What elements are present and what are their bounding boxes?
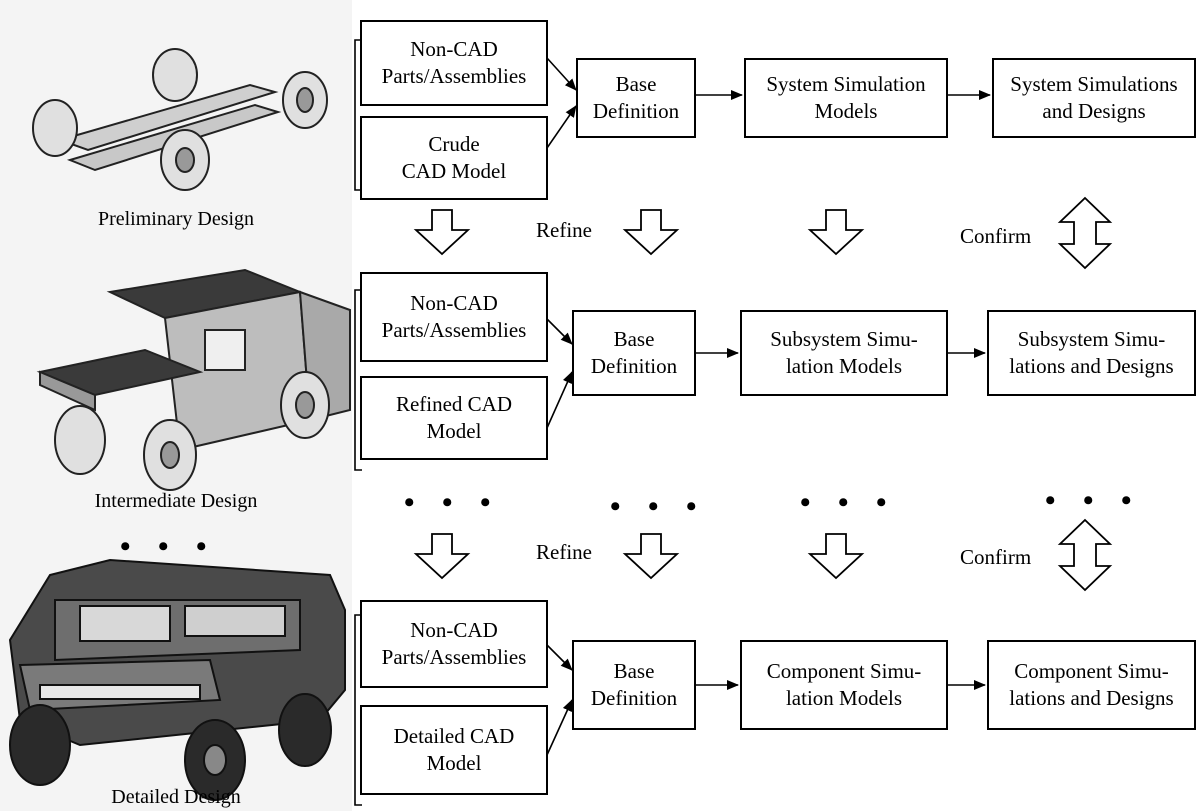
row2-base-box: Base Definition — [572, 310, 696, 396]
confirm-label-2: Confirm — [960, 545, 1032, 569]
detailed-vehicle-drawing — [8, 558, 346, 801]
row3-cad-to-base-arrow — [546, 699, 573, 756]
refine-label-1: Refine — [536, 218, 592, 242]
row2-cad-box: Refined CAD Model — [360, 376, 548, 460]
row3-noncad-to-base-arrow — [546, 644, 573, 671]
refine-down-arrow-1c — [807, 209, 865, 256]
row2-noncad-box: Non-CAD Parts/Assemblies — [360, 272, 548, 362]
refine-down-arrow-2c — [807, 533, 865, 580]
confirm-double-arrow-2 — [1057, 518, 1113, 592]
chassis-drawing — [32, 48, 328, 191]
row1-cad-box: Crude CAD Model — [360, 116, 548, 200]
row1-bracket — [354, 39, 362, 191]
row1-base-box: Base Definition — [576, 58, 696, 138]
row3-models-box: Component Simu- lation Models — [740, 640, 948, 730]
ellipsis-col1: • • • — [404, 486, 501, 519]
detailed-design-label: Detailed Design — [111, 786, 241, 808]
row1-noncad-box: Non-CAD Parts/Assemblies — [360, 20, 548, 106]
row1-results-box: System Simulations and Designs — [992, 58, 1196, 138]
row3-noncad-box: Non-CAD Parts/Assemblies — [360, 600, 548, 688]
row2-results-box: Subsystem Simu- lations and Designs — [987, 310, 1196, 396]
preliminary-design-label: Preliminary Design — [97, 208, 255, 230]
refine-down-arrow-2b — [622, 533, 680, 580]
confirm-double-arrow-1 — [1057, 196, 1113, 270]
row3-base-box: Base Definition — [572, 640, 696, 730]
refine-down-arrow-2a — [413, 533, 471, 580]
intermediate-design-label: Intermediate Design — [94, 490, 258, 512]
row1-noncad-to-base-arrow — [546, 57, 577, 91]
row3-results-box: Component Simu- lations and Designs — [987, 640, 1196, 730]
row1-cad-to-base-arrow — [546, 105, 577, 149]
preliminary-design-image — [8, 48, 351, 801]
row3-bracket — [354, 614, 362, 806]
row2-models-box: Subsystem Simu- lation Models — [740, 310, 948, 396]
refine-down-arrow-1a — [413, 209, 471, 256]
vehicle-images-panel: Preliminary Design Intermediate Design •… — [0, 0, 352, 811]
refine-down-arrow-1b — [622, 209, 680, 256]
row2-cad-to-base-arrow — [546, 371, 573, 429]
row2-noncad-to-base-arrow — [546, 318, 573, 345]
refine-label-2: Refine — [536, 540, 592, 564]
row2-bracket — [354, 289, 362, 471]
ellipsis-col3: • • • — [800, 486, 897, 519]
confirm-label-1: Confirm — [960, 224, 1032, 248]
ellipsis-col2: • • • — [610, 490, 707, 523]
row3-cad-box: Detailed CAD Model — [360, 705, 548, 795]
stage-ellipsis: • • • — [120, 530, 217, 563]
ellipsis-col4: • • • — [1045, 484, 1142, 517]
intermediate-body-drawing — [36, 268, 351, 491]
row1-models-box: System Simulation Models — [744, 58, 948, 138]
